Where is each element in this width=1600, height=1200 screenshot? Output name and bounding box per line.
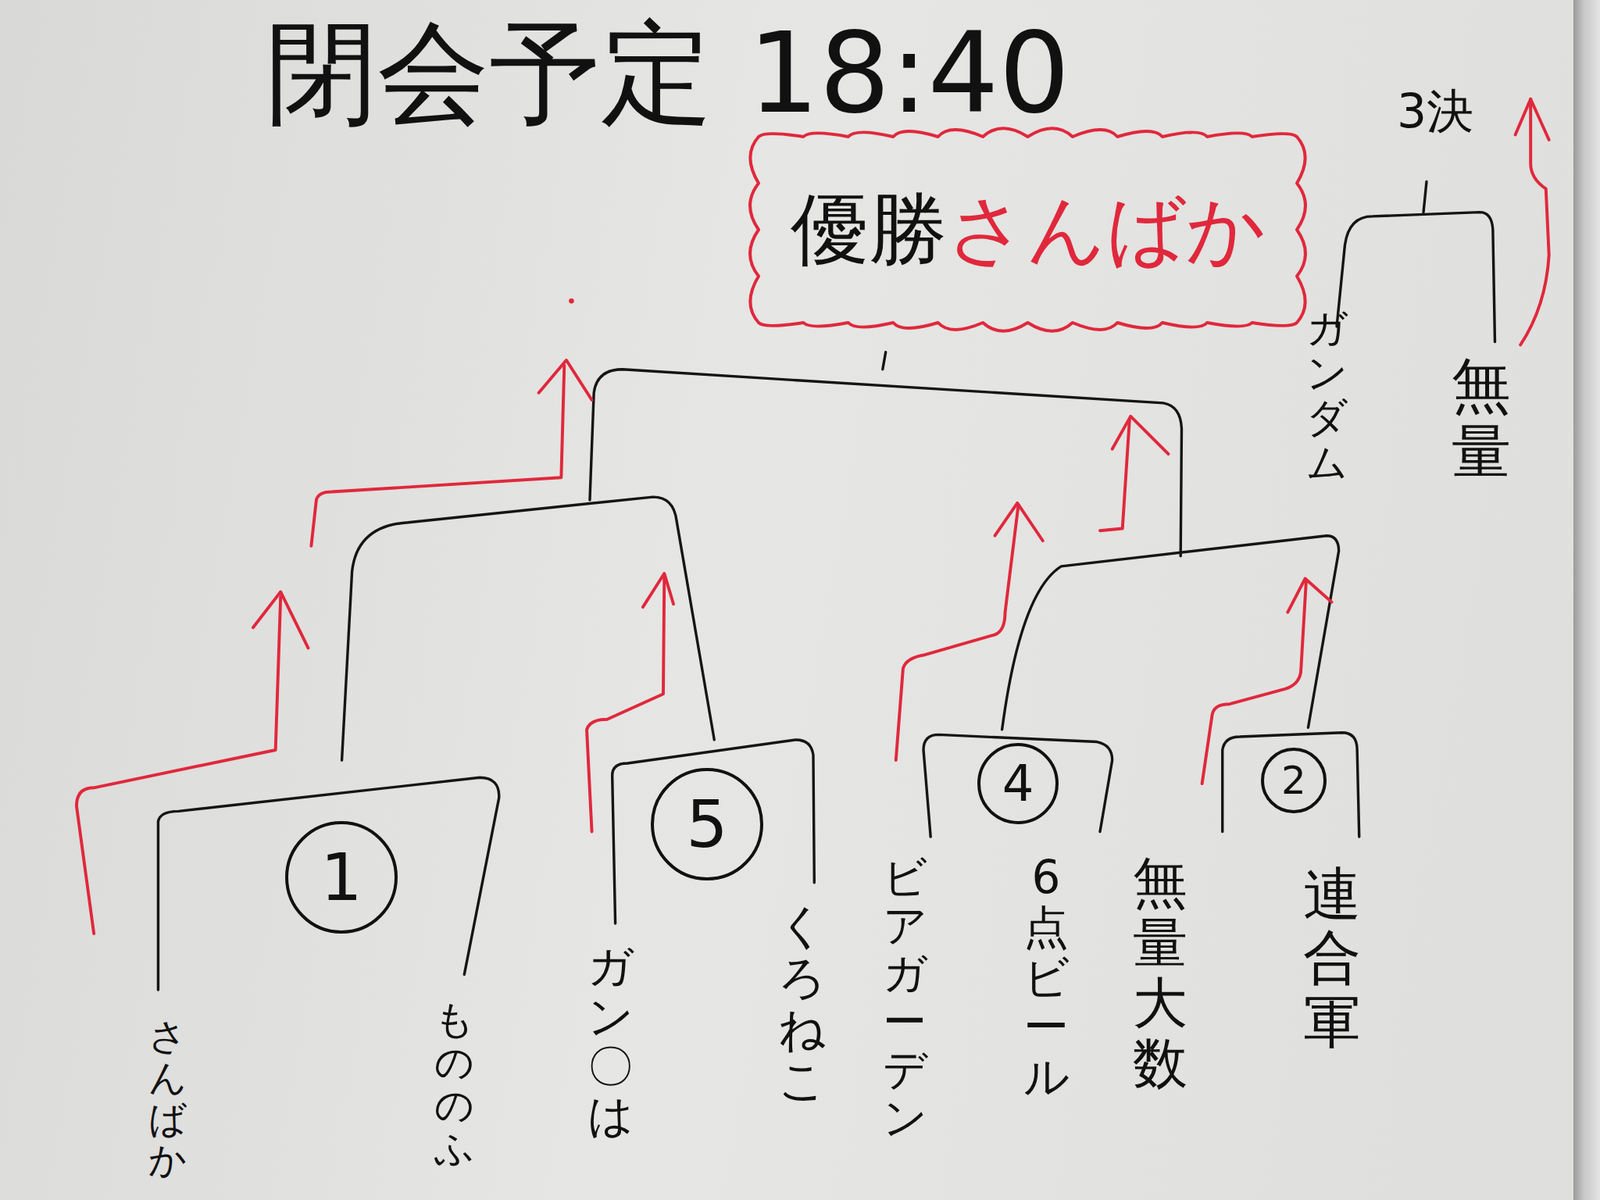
- burst-outline-path: [750, 128, 1306, 331]
- match-number: 5: [685, 791, 728, 858]
- third-place-label: 無量: [1451, 353, 1511, 484]
- match-number-circle: 4: [977, 742, 1059, 825]
- match-number: 2: [1281, 760, 1307, 800]
- team-name: もののふ: [434, 998, 474, 1171]
- match-number: 4: [1002, 758, 1035, 809]
- third-place-label: ガンダム: [1306, 306, 1347, 486]
- team-name: ビアガーデン: [882, 853, 927, 1143]
- board-title: 閉会予定 18:40: [265, 17, 1071, 129]
- third-place-label: 3決: [1396, 87, 1474, 135]
- board-frame: [1573, 0, 1600, 1200]
- winner-text: 優勝: [790, 190, 947, 269]
- match-number: 1: [320, 844, 362, 911]
- match-number-circle: 5: [650, 767, 764, 881]
- match-number-circle: 2: [1260, 747, 1327, 814]
- team-name: 連合軍: [1303, 862, 1361, 1054]
- winner-text: さんばか: [946, 190, 1266, 269]
- team-name: ガン〇は: [587, 942, 633, 1142]
- team-name: くろねこ: [778, 900, 825, 1107]
- match-number-circle: 1: [285, 821, 398, 934]
- winner-burst: 優勝さんばか: [744, 122, 1311, 337]
- team-name: さんばか: [148, 1015, 186, 1181]
- team-name: 無量大数: [1132, 853, 1188, 1094]
- team-name: 6点ビール: [1023, 853, 1069, 1103]
